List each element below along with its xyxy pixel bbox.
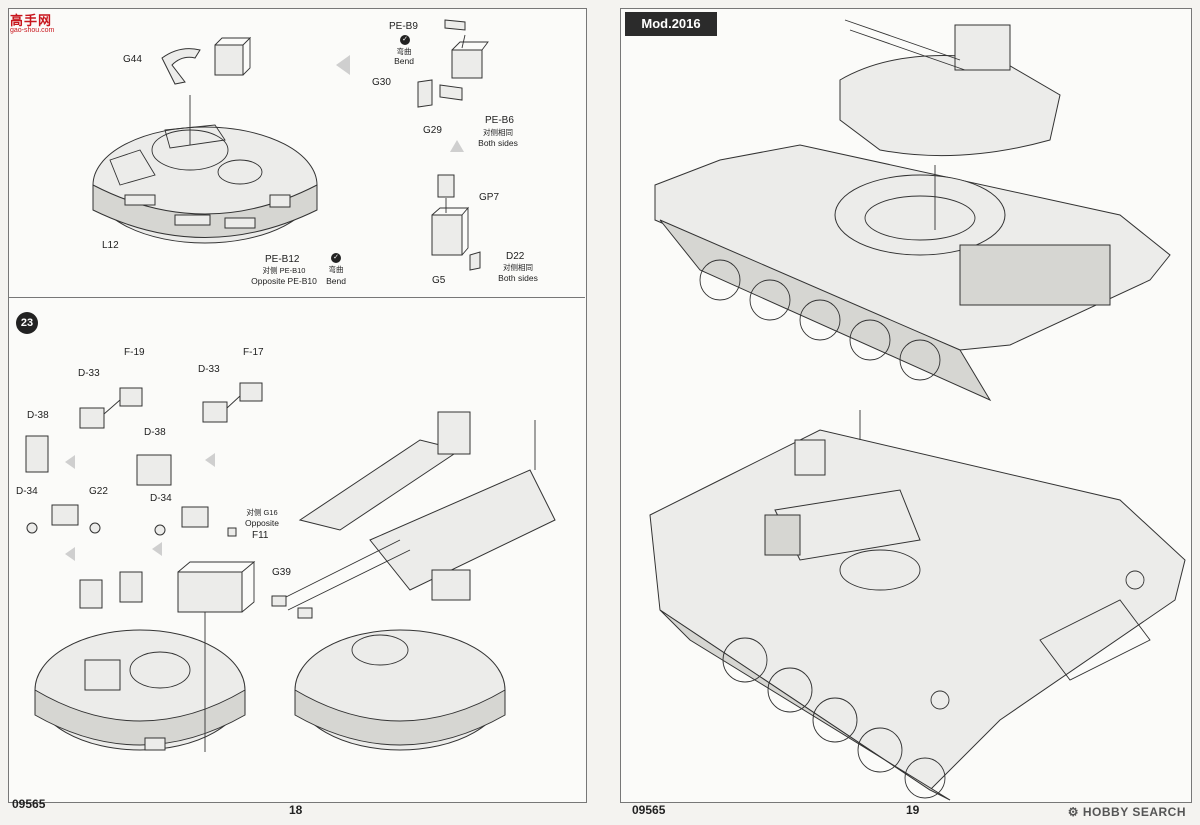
label-d34-b: D-34 xyxy=(150,493,172,504)
site-logo: 高手网 gao-shou.com xyxy=(10,10,54,34)
small-parts-drawing xyxy=(25,382,263,537)
label-both-sides-cn-2: 对侧相同 xyxy=(503,263,533,272)
label-bend-1: Bend xyxy=(394,56,414,66)
watermark-text: HOBBY SEARCH xyxy=(1082,805,1186,819)
label-gp7: GP7 xyxy=(479,192,500,203)
label-d33-a: D-33 xyxy=(78,368,100,379)
label-both-sides-2: Both sides xyxy=(498,273,538,283)
label-both-sides-1: Both sides xyxy=(478,138,518,148)
label-f19: F-19 xyxy=(124,347,145,358)
label-both-sides-cn-1: 对侧相同 xyxy=(483,128,513,137)
label-d33-b: D-33 xyxy=(198,364,220,375)
label-g39: G39 xyxy=(272,567,291,578)
label-l12: L12 xyxy=(102,240,119,251)
label-bend-cn-2: 弯曲 xyxy=(328,265,344,274)
tank-finished-view-drawing xyxy=(649,410,1186,801)
logo-text: 高手网 xyxy=(10,13,53,28)
section-divider xyxy=(8,297,585,298)
label-g5: G5 xyxy=(432,275,446,286)
label-f17: F-17 xyxy=(243,347,264,358)
label-opposite-2: Opposite xyxy=(244,518,280,528)
label-bend-2: Bend xyxy=(326,276,346,286)
watermark: ⚙ HOBBY SEARCH xyxy=(1068,805,1186,819)
label-opposite-cn-2: 对侧 G16 xyxy=(246,508,278,517)
label-pe-b12: PE-B12 xyxy=(265,254,300,265)
label-g44: G44 xyxy=(123,54,142,65)
label-g30: G30 xyxy=(372,77,391,88)
part-gp7-g5-drawing xyxy=(431,174,481,271)
turret-assembly-bottom-right-drawing xyxy=(271,411,556,751)
part-g44-drawing xyxy=(161,48,201,85)
circle-gear-icon: ⚙ xyxy=(1067,805,1080,819)
step-number-badge: 23 xyxy=(16,312,38,334)
version-tag: Mod.2016 xyxy=(625,12,717,36)
label-bend-cn-1: 弯曲 xyxy=(396,47,412,56)
turret-base-top-drawing xyxy=(92,95,318,244)
label-pe-b9: PE-B9 xyxy=(389,21,418,32)
right-page-number: 19 xyxy=(906,803,920,817)
label-f11: F11 xyxy=(252,530,269,541)
bend-icon: ✓ xyxy=(400,35,410,45)
right-catalog-number: 09565 xyxy=(632,803,666,817)
part-box-drawing xyxy=(214,36,252,76)
logo-url-text: gao-shou.com xyxy=(10,27,55,34)
label-g22: G22 xyxy=(89,486,108,497)
left-page-number: 18 xyxy=(289,803,303,817)
tank-top-view-drawing xyxy=(654,19,1171,402)
label-opposite-1: Opposite PE-B10 xyxy=(251,276,317,286)
label-d38-a: D-38 xyxy=(27,410,49,421)
bend-icon: ✓ xyxy=(331,253,341,263)
label-g29: G29 xyxy=(423,125,442,136)
label-d38-b: D-38 xyxy=(144,427,166,438)
label-pe-b6: PE-B6 xyxy=(485,115,514,126)
label-opposite-cn-1: 对侧 PE-B10 xyxy=(262,266,306,275)
label-d22: D22 xyxy=(506,251,525,262)
part-pe-b9-drawing xyxy=(417,19,489,108)
left-catalog-number: 09565 xyxy=(12,797,46,811)
label-d34-a: D-34 xyxy=(16,486,38,497)
turret-base-bottom-left-drawing xyxy=(34,571,246,752)
part-g39-drawing xyxy=(177,561,256,613)
